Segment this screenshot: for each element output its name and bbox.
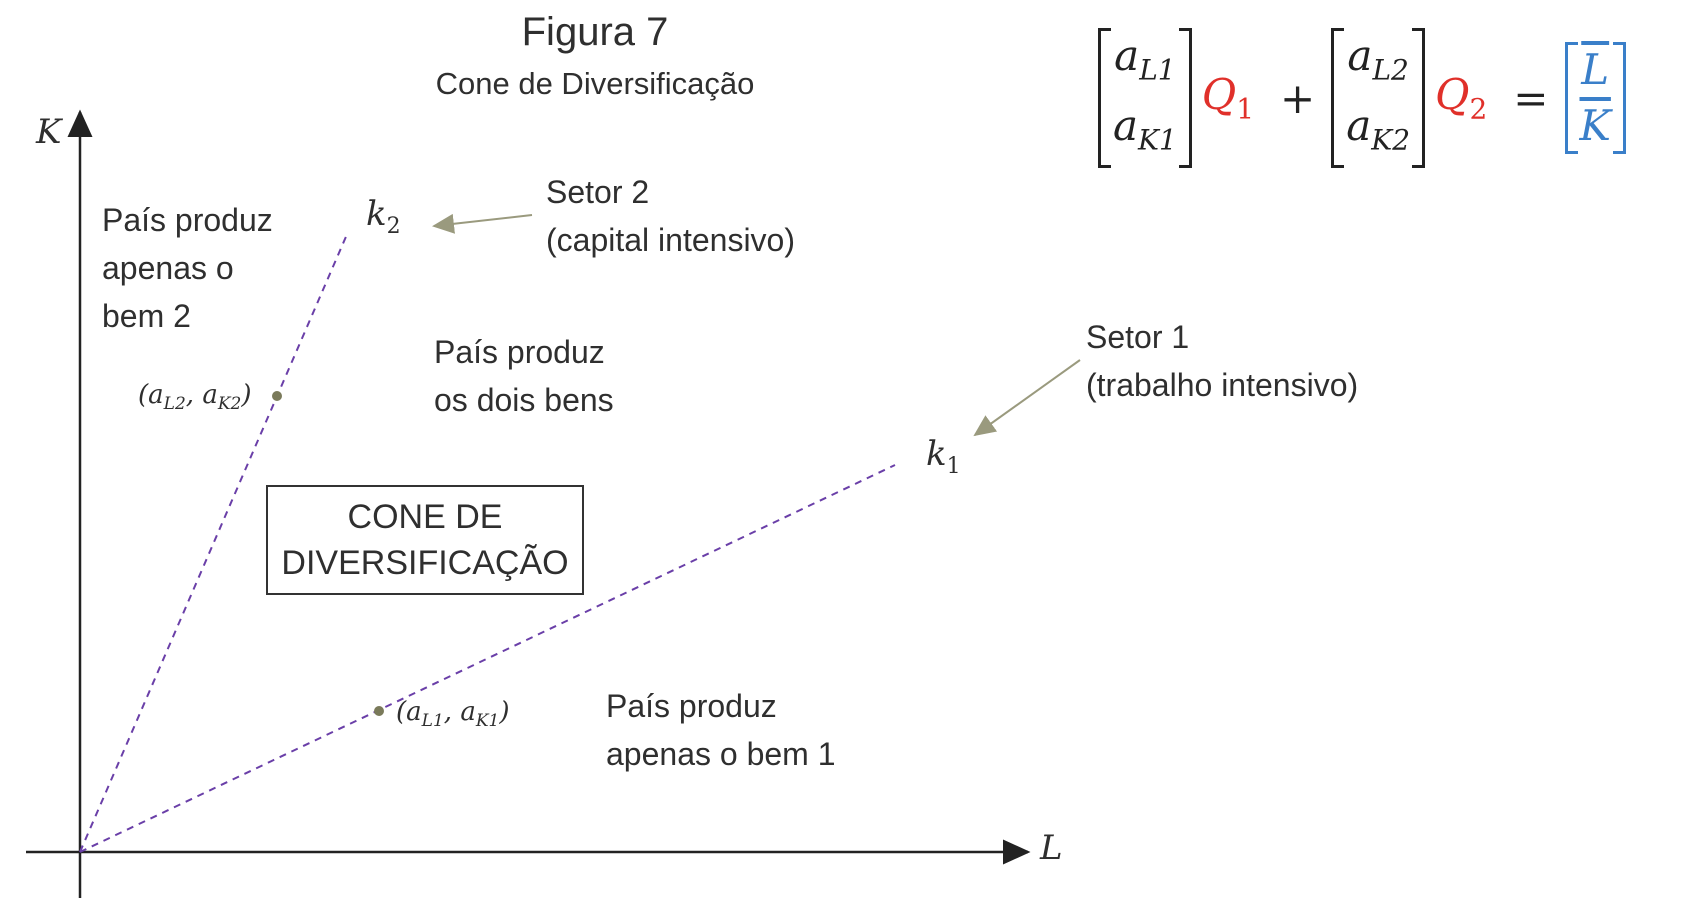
equation: aL1 aK1 Q1 + aL2 aK2 Q2 = L K (1098, 27, 1626, 169)
figure-title: Figura 7 (521, 10, 669, 54)
ray-label-k1: k1 (926, 434, 961, 479)
figure-subtitle: Cone de Diversificação (435, 66, 755, 101)
ray-k2 (79, 231, 349, 853)
q2-term: Q2 (1435, 70, 1488, 126)
ray-label-k2: k2 (366, 194, 401, 239)
sector1-label: Setor 1 (trabalho intensivo) (1086, 319, 1359, 403)
q1-term: Q1 (1201, 70, 1255, 126)
region-bem2: País produz apenas o bem 2 (102, 202, 273, 334)
vector-sector2: aL2 aK2 (1331, 27, 1426, 169)
y-axis-label: K (36, 112, 62, 152)
point-k1 (374, 706, 384, 716)
region-dois-bens: País produz os dois bens (434, 334, 614, 418)
sector2-label: Setor 2 (capital intensivo) (546, 174, 795, 258)
point-k2 (272, 391, 282, 401)
endowment-vector: L K (1564, 42, 1626, 154)
point-label-k2: (aL2, aK2) (138, 380, 252, 415)
vector-sector1: aL1 aK1 (1098, 27, 1192, 169)
plus-sign: + (1280, 73, 1316, 123)
arrow-setor1 (973, 359, 1081, 437)
region-bem1: País produz apenas o bem 1 (606, 688, 836, 772)
equals-sign: = (1513, 73, 1549, 123)
x-axis-label: L (1040, 828, 1063, 868)
point-label-k1: (aL1, aK1) (396, 697, 510, 732)
arrow-setor2 (432, 213, 533, 234)
cone-de-diversificacao-box: CONE DE DIVERSIFICAÇÃO (266, 485, 584, 595)
